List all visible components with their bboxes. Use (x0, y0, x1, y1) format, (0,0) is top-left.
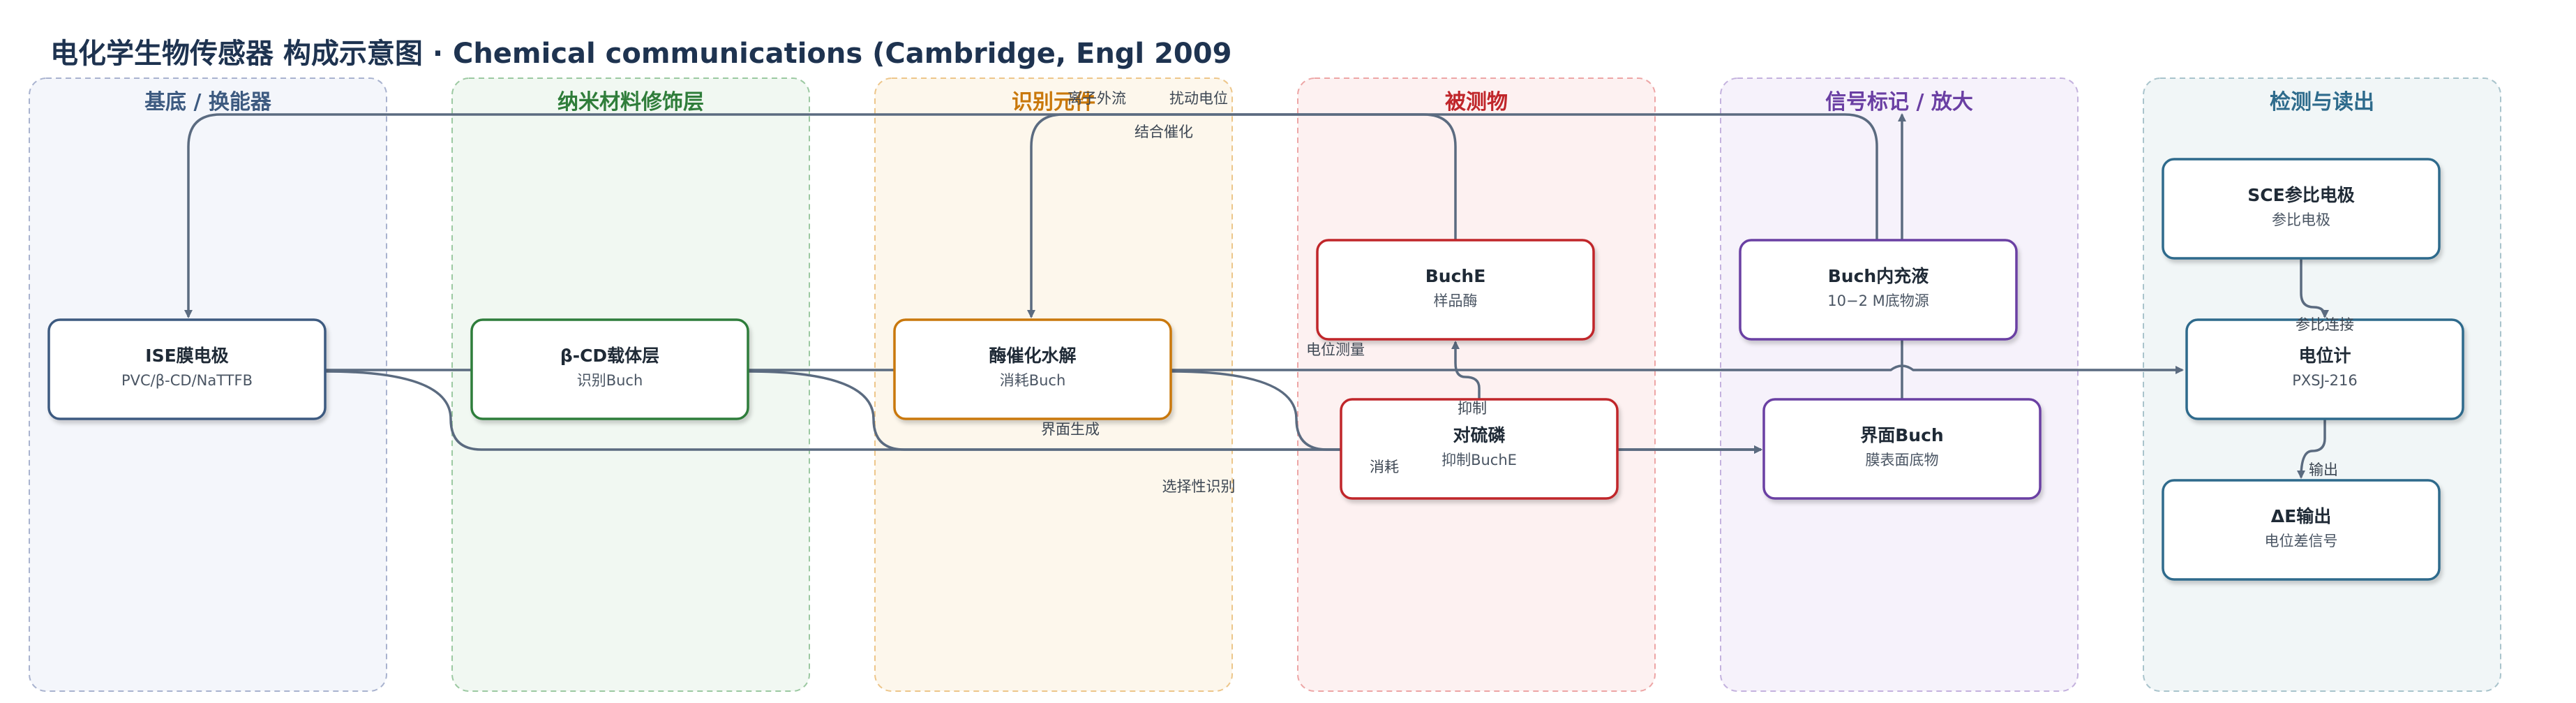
lane-title: 被测物 (1445, 90, 1508, 114)
edge-label-ise-meter: 电位测量 (1306, 341, 1365, 358)
edge-label-inner-ise: 离子外流 (1068, 90, 1126, 107)
edge-bcd-iface (324, 370, 1762, 454)
edge-enzyme-iface (747, 370, 1762, 454)
lane-title: 识别元件 (1012, 90, 1095, 114)
node-box (2185, 318, 2464, 420)
edge-label-enzyme-iface: 消耗 (1370, 459, 1399, 475)
edge-label-bcd-iface: 选择性识别 (1162, 478, 1236, 495)
node-title: 电位计 (2298, 346, 2351, 366)
edge-sce-meter (2300, 258, 2329, 318)
node-box (1340, 398, 1619, 500)
node-title: ΔE输出 (2271, 506, 2331, 526)
node-ise[interactable]: ISE膜电极 PVC/β-CD/NaTTFB (47, 318, 327, 420)
node-subtitle: 样品酶 (1434, 293, 1478, 309)
lane-background (1297, 77, 1656, 692)
node-title: ISE膜电极 (145, 346, 228, 366)
edge-label-op-buche: 抑制 (1458, 400, 1487, 417)
edge-meter-out (2297, 419, 2326, 479)
edge-inner-ise (184, 113, 1878, 318)
lane-title: 纳米材料修饰层 (557, 90, 704, 114)
node-subtitle: 电位差信号 (2265, 533, 2338, 549)
node-box (2162, 158, 2441, 260)
node-box (1762, 398, 2042, 500)
node-subtitle: 膜表面底物 (1866, 452, 1939, 468)
node-box (470, 318, 749, 420)
lane-title: 基底 / 换能器 (144, 90, 272, 114)
node-title: 对硫磷 (1453, 425, 1505, 445)
node-subtitle: PXSJ-216 (2292, 372, 2358, 389)
lane-signal: 信号标记 / 放大 (1720, 77, 2079, 692)
node-subtitle: 参比电极 (2272, 212, 2330, 228)
lane-analyte: 被测物 (1297, 77, 1656, 692)
node-subtitle: PVC/β-CD/NaTTFB (121, 372, 253, 389)
edge-label-iface-gen: 界面生成 (1041, 421, 1100, 438)
edge-ise-meter (325, 364, 2184, 374)
edge-op-buche (1451, 341, 1481, 399)
edge-buche-enzyme (1027, 113, 1457, 318)
node-box (47, 318, 327, 420)
edge-label-iface-enzyme: 扰动电位 (1169, 90, 1228, 107)
node-title: β-CD载体层 (560, 346, 659, 366)
edge-label-meter-out: 输出 (2309, 461, 2338, 478)
edge-label-buche-enzyme: 结合催化 (1135, 124, 1193, 140)
node-box (1739, 239, 2018, 341)
lane-title: 信号标记 / 放大 (1825, 90, 1973, 114)
node-box (1316, 239, 1595, 341)
lane-title: 检测与读出 (2270, 90, 2374, 114)
diagram-title: 电化学生物传感器 构成示意图 · Chemical communications… (50, 38, 1232, 70)
node-subtitle: 识别Buch (577, 372, 643, 389)
edge-label-sce-meter: 参比连接 (2296, 316, 2354, 333)
node-inner[interactable]: Buch内充液 10−2 M底物源 (1739, 239, 2018, 341)
node-subtitle: 抑制BuchE (1441, 452, 1517, 468)
edge-iface-gen (1170, 370, 1762, 454)
node-box (893, 318, 1172, 420)
node-title: BuchE (1425, 266, 1486, 286)
node-title: Buch内充液 (1828, 266, 1929, 286)
lane-background (1720, 77, 2079, 692)
node-subtitle: 10−2 M底物源 (1827, 293, 1929, 309)
node-title: 酶催化水解 (989, 346, 1076, 366)
node-iface[interactable]: 界面Buch 膜表面底物 (1762, 398, 2042, 500)
node-subtitle: 消耗Buch (1000, 372, 1066, 389)
node-meter[interactable]: 电位计 PXSJ-216 (2185, 318, 2464, 420)
node-title: 界面Buch (1860, 425, 1943, 445)
node-title: SCE参比电极 (2247, 185, 2354, 205)
node-box (2162, 479, 2441, 581)
node-buche[interactable]: BuchE 样品酶 (1316, 239, 1595, 341)
